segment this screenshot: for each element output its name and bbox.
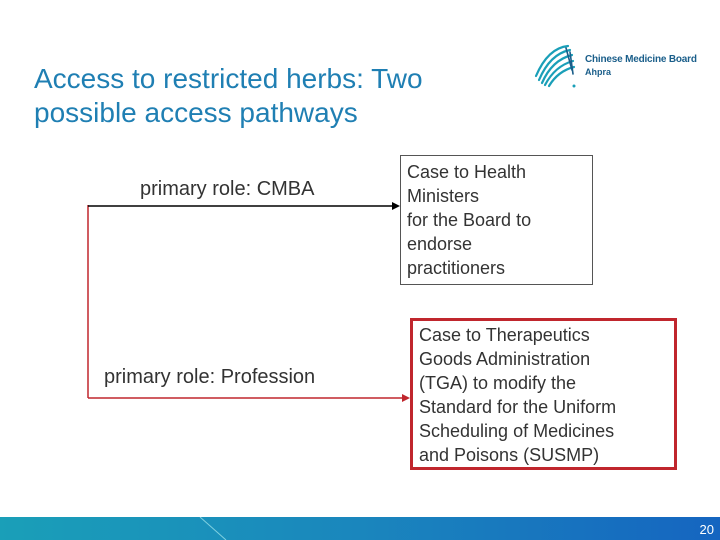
logo-text-board: Chinese Medicine Board bbox=[585, 54, 697, 65]
cmba-logo-icon bbox=[534, 44, 576, 88]
profession-arrowhead bbox=[402, 394, 410, 402]
tga-line: (TGA) to modify the bbox=[419, 373, 577, 393]
health-ministers-line: Case to Health bbox=[407, 162, 527, 182]
tga-line: Goods Administration bbox=[419, 349, 591, 369]
profession-role-label: primary role: Profession bbox=[104, 366, 316, 388]
slide-title-line-2: possible access pathways bbox=[34, 97, 358, 128]
health-ministers-box: Case to Health Ministers for the Board t… bbox=[400, 155, 593, 285]
tga-line: Case to Therapeutics bbox=[419, 325, 590, 345]
tga-line: and Poisons (SUSMP) bbox=[419, 445, 600, 465]
footer-bar bbox=[0, 517, 720, 540]
chinese-medicine-board-logo: Chinese Medicine Board Ahpra bbox=[528, 40, 708, 90]
health-ministers-line: for the Board to bbox=[407, 210, 532, 230]
logo-text-ahpra: Ahpra bbox=[585, 67, 612, 77]
slide-title: Access to restricted herbs: Two possible… bbox=[34, 62, 514, 130]
tga-box: Case to Therapeutics Goods Administratio… bbox=[410, 318, 677, 470]
health-ministers-line: practitioners bbox=[407, 258, 506, 278]
page-number: 20 bbox=[699, 522, 714, 537]
cmba-role-label: primary role: CMBA bbox=[140, 178, 315, 200]
cmba-arrowhead bbox=[392, 202, 400, 210]
health-ministers-line: Ministers bbox=[407, 186, 480, 206]
tga-line: Scheduling of Medicines bbox=[419, 421, 615, 441]
tga-line: Standard for the Uniform bbox=[419, 397, 617, 417]
slide-title-line-1: Access to restricted herbs: Two bbox=[34, 63, 423, 94]
health-ministers-line: endorse bbox=[407, 234, 473, 254]
footer-accent-line bbox=[199, 517, 227, 540]
